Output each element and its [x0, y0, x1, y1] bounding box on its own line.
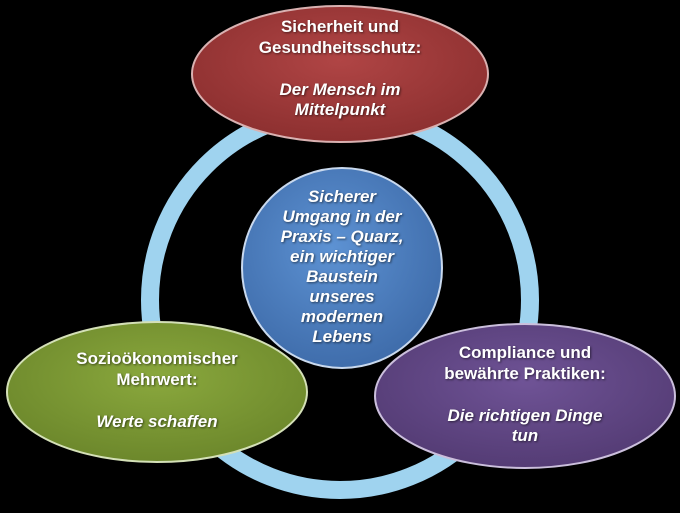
- center-line: ein wichtiger: [290, 246, 394, 266]
- top-subtitle-line: Mittelpunkt: [294, 100, 386, 120]
- top-heading-line: Gesundheitsschutz:: [258, 37, 422, 57]
- top-heading: Sicherheit und Gesundheitsschutz:: [259, 17, 421, 58]
- center-line: Baustein: [306, 267, 378, 286]
- center-line: Sicherer: [307, 186, 377, 206]
- right-subtitle-line: Die richtigen Dinge: [447, 406, 603, 425]
- center-line: modernen: [300, 307, 384, 327]
- top-heading-line: Sicherheit und: [280, 17, 400, 37]
- left-heading: Sozioökonomischer Mehrwert:: [76, 349, 238, 390]
- left-heading-line: Mehrwert:: [116, 369, 198, 389]
- center-text: Sicherer Umgang in der Praxis – Quarz, e…: [244, 172, 440, 362]
- top-node-text: Sicherheit und Gesundheitsschutz: Der Me…: [200, 14, 480, 124]
- right-ellipse: [374, 323, 676, 469]
- right-heading-line: Compliance und: [458, 343, 592, 363]
- left-node-text: Sozioökonomischer Mehrwert: Werte schaff…: [12, 336, 302, 446]
- left-ellipse: [6, 321, 308, 463]
- right-node-text: Compliance und bewährte Praktiken: Die r…: [380, 330, 670, 460]
- right-heading-line: bewährte Praktiken:: [444, 363, 606, 383]
- left-heading-line: Sozioökonomischer: [76, 349, 238, 369]
- right-heading: Compliance und bewährte Praktiken:: [444, 343, 606, 384]
- right-subtitle: Die richtigen Dinge tun: [448, 406, 603, 447]
- left-subtitle: Werte schaffen: [96, 412, 217, 432]
- right-subtitle-line: tun: [511, 426, 539, 446]
- center-line: Umgang in der: [282, 206, 402, 226]
- center-line: Praxis – Quarz,: [280, 226, 404, 246]
- center-line: Lebens: [312, 327, 372, 347]
- top-subtitle: Der Mensch im Mittelpunkt: [280, 80, 401, 121]
- center-line: unseres: [309, 287, 375, 307]
- top-subtitle-line: Der Mensch im: [279, 80, 401, 99]
- center-circle: [241, 167, 443, 369]
- top-ellipse: [191, 5, 489, 143]
- left-subtitle-line: Werte schaffen: [96, 412, 218, 432]
